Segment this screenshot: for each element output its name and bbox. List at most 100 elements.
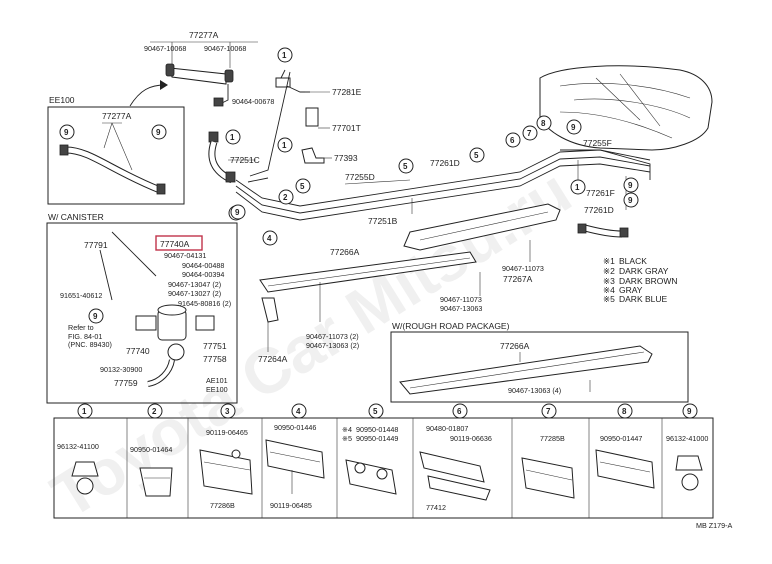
label-77751: 77751	[203, 341, 227, 351]
label-90467-11073-2: 90467-11073	[440, 295, 482, 304]
callout-8: 8	[536, 115, 552, 131]
table-header-9: 9	[682, 403, 698, 419]
svg-text:7: 7	[527, 129, 532, 138]
legend-mark-5: ※5	[603, 294, 615, 304]
svg-text:5: 5	[373, 407, 378, 416]
label-91645-80816: 91645-80816 (2)	[178, 299, 231, 308]
color-legend: ※1 BLACK ※2 DARK GRAY ※3 DARK BROWN ※4 G…	[603, 256, 678, 304]
label-90467-13047: 90467-13047 (2)	[168, 280, 221, 289]
label-77701T: 77701T	[332, 123, 361, 133]
svg-text:9: 9	[628, 196, 633, 205]
label-fig-84-01: FIG. 84-01	[68, 332, 102, 341]
center-small-parts: 77281E 77701T 77393 77251C	[208, 69, 362, 184]
label-90467-13063: 90467-13063	[440, 304, 482, 313]
label-90464-00488: 90464-00488	[182, 261, 224, 270]
svg-text:9: 9	[687, 407, 692, 416]
label-77740: 77740	[126, 346, 150, 356]
label-90467-10068-a: 90467-10068	[144, 44, 186, 53]
svg-text:8: 8	[622, 407, 627, 416]
callout-1b: 1	[225, 129, 241, 145]
cell-5-label-a: 90950-01448	[356, 425, 398, 434]
cell-6-label-c: 77412	[426, 503, 446, 512]
label-rough-road: W/(ROUGH ROAD PACKAGE)	[392, 321, 510, 331]
label-ae101: AE101	[206, 376, 228, 385]
cell-3-label-b: 77286B	[210, 501, 235, 510]
svg-text:5: 5	[300, 182, 305, 191]
callout-9d: 9	[230, 204, 246, 220]
label-w-canister: W/ CANISTER	[48, 212, 104, 222]
parts-table: 1 2 3 4 5 6 7 8 9 96132-41100 90950-0146…	[53, 403, 714, 519]
callout-6: 6	[505, 132, 521, 148]
label-90132-30900: 90132-30900	[100, 365, 142, 374]
callout-4: 4	[262, 230, 278, 246]
label-77759: 77759	[114, 378, 138, 388]
svg-text:1: 1	[82, 407, 87, 416]
callout-2: 2	[278, 189, 294, 205]
legend-dark-blue: DARK BLUE	[619, 294, 668, 304]
callout-9a: 9	[566, 119, 582, 135]
cell-1-label: 96132-41100	[57, 442, 99, 451]
label-90467-13063-4: 90467-13063 (4)	[508, 386, 561, 395]
svg-text:2: 2	[152, 407, 157, 416]
svg-text:9: 9	[628, 181, 633, 190]
callout-5a: 5	[295, 178, 311, 194]
legend-mark-2: ※2	[603, 266, 615, 276]
callout-1a: 1	[277, 47, 293, 63]
label-90467-04131: 90467-04131	[164, 251, 206, 260]
svg-text:1: 1	[282, 51, 287, 60]
svg-text:5: 5	[403, 162, 408, 171]
hose-77277A-group: 77277A 90467-10068 90467-10068 90464-006…	[129, 30, 274, 107]
table-header-6: 6	[452, 403, 468, 419]
label-77255D: 77255D	[345, 172, 375, 182]
label-77740A: 77740A	[160, 239, 190, 249]
label-77267A: 77267A	[503, 274, 533, 284]
canister-box: W/ CANISTER 77791 77740A 90467-04131 904…	[46, 212, 238, 404]
label-77251C: 77251C	[230, 155, 260, 165]
callouts-main: 1 1 1 1 2 3 4 5 5 5 6 7 8 9 9 9 9 9 9 9	[59, 47, 639, 324]
label-77261D: 77261D	[430, 158, 460, 168]
cell-5-label-b: 90950-01449	[356, 434, 398, 443]
svg-text:9: 9	[64, 128, 69, 137]
label-77255F: 77255F	[583, 138, 612, 148]
label-ee100: EE100	[49, 95, 75, 105]
cell-3-label-a: 90119-06465	[206, 428, 248, 437]
label-ee100-b: EE100	[206, 385, 228, 394]
callout-5b: 5	[398, 158, 414, 174]
legend-gray: GRAY	[619, 285, 643, 295]
callout-5c: 5	[469, 147, 485, 163]
ee100-inset: EE100 77277A	[47, 95, 185, 205]
label-90467-11073-3: 90467-11073 (2)	[306, 332, 359, 341]
table-header-5: 5	[368, 403, 384, 419]
table-header-1: 1	[77, 403, 93, 419]
highlight-77740A	[155, 235, 203, 251]
label-77251B: 77251B	[368, 216, 398, 226]
label-pnc: (PNC. 89430)	[68, 340, 112, 349]
legend-mark-1: ※1	[603, 256, 615, 266]
label-91651-40612: 91651-40612	[60, 291, 102, 300]
svg-text:1: 1	[282, 141, 287, 150]
svg-text:4: 4	[267, 234, 272, 243]
rough-road-package: W/(ROUGH ROAD PACKAGE) 77266A 90467-1306…	[390, 321, 689, 403]
svg-text:9: 9	[235, 208, 240, 217]
label-90467-10068-b: 90467-10068	[204, 44, 246, 53]
svg-text:4: 4	[296, 407, 301, 416]
legend-mark-4: ※4	[603, 285, 615, 295]
callout-9b: 9	[623, 177, 639, 193]
svg-text:9: 9	[156, 128, 161, 137]
label-90467-11073: 90467-11073	[502, 264, 544, 273]
label-77266A: 77266A	[330, 247, 360, 257]
label-77393: 77393	[334, 153, 358, 163]
svg-text:1: 1	[230, 133, 235, 142]
label-77261D-b: 77261D	[584, 205, 614, 215]
callout-7: 7	[522, 125, 538, 141]
cell-5-mark-b: ※5	[342, 434, 352, 443]
label-refer-to: Refer to	[68, 323, 94, 332]
callout-1c: 1	[277, 137, 293, 153]
protectors-mid: 77267A 90467-11073 77266A 90467-11073 90…	[258, 203, 561, 364]
table-header-3: 3	[220, 403, 236, 419]
cell-4-label-a: 90950-01446	[274, 423, 316, 432]
footer-code: MB Z179-A	[696, 521, 733, 530]
label-77277A-top: 77277A	[189, 30, 219, 40]
legend-dark-gray: DARK GRAY	[619, 266, 669, 276]
